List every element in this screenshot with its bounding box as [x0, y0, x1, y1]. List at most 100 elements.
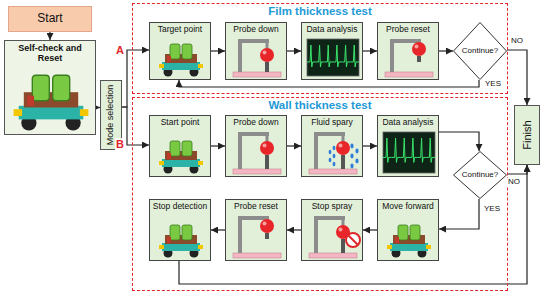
robot-illustration-part	[341, 239, 345, 253]
edge-label: YES	[484, 80, 502, 89]
robot-illustration-part	[167, 56, 171, 62]
robot-illustration-part	[314, 216, 345, 220]
self-check-box: Self-check and Reset	[4, 40, 96, 135]
robot-illustration-part	[426, 245, 431, 249]
robot-illustration-part	[398, 225, 408, 240]
robot-illustration-part	[233, 72, 281, 77]
edge-label: B	[115, 138, 125, 150]
robot-illustration-part	[336, 141, 350, 155]
node-label: Mode selection	[106, 85, 116, 146]
robot-illustration-part	[410, 225, 420, 240]
robot-illustration-part	[27, 96, 34, 106]
process-step-box: Probe reset	[225, 199, 287, 261]
flow-arrow	[363, 145, 377, 146]
robot-illustration-part	[385, 72, 433, 77]
node-label: Probe down	[233, 25, 278, 34]
robot-illustration-part	[309, 169, 357, 174]
robot-illustration-part	[14, 109, 23, 116]
robot-illustration-part	[170, 225, 180, 240]
flow-arrow	[211, 229, 225, 230]
process-step-box: Probe down	[225, 115, 287, 177]
flow-arrow	[439, 132, 479, 151]
test-region: Wall thickness testStart point Probe down…	[132, 97, 508, 291]
robot-illustration-part	[238, 39, 269, 43]
node-label: Self-check and Reset	[7, 44, 93, 64]
robot-illustration-part	[170, 141, 180, 156]
robot-illustration-part	[342, 134, 345, 142]
robot-illustration-part	[350, 144, 353, 149]
robot-illustration-part	[159, 44, 203, 77]
robot-illustration-part	[162, 159, 200, 167]
robot-illustration-part	[309, 253, 357, 258]
node-label: Start point	[161, 118, 200, 127]
node-label: Continue?	[462, 171, 498, 180]
node-label: Fluid spary	[311, 118, 353, 127]
robot-illustration-part	[159, 245, 164, 249]
robot-illustration-part	[265, 62, 269, 72]
process-step-box: Stop detection	[149, 199, 211, 261]
robot-illustration-part	[198, 245, 203, 249]
robot-illustration-part	[346, 233, 360, 247]
flow-arrow	[439, 199, 479, 229]
robot-illustration-part	[387, 245, 392, 249]
flow-arrow	[363, 229, 377, 230]
region-title: Film thickness test	[265, 5, 375, 18]
robot-illustration-part	[314, 132, 345, 136]
robot-illustration-part	[383, 138, 435, 162]
process-step-box: Stop spray	[301, 199, 363, 261]
flow-arrow	[179, 80, 479, 87]
flow-arrow	[211, 145, 225, 146]
flow-arrow	[122, 107, 149, 145]
robot-illustration-part	[32, 75, 49, 101]
robot-illustration-part	[387, 225, 431, 258]
node-label: Continue?	[462, 47, 498, 56]
robot-illustration-part	[53, 75, 70, 101]
node-label: Finish	[521, 120, 533, 149]
robot-illustration-part	[80, 109, 89, 116]
node-label: Probe down	[233, 118, 278, 127]
robot-illustration-part	[238, 132, 269, 136]
robot-illustration-part	[159, 64, 164, 68]
robot-illustration-part	[390, 39, 421, 43]
terminal-box: Finish	[514, 105, 540, 165]
robot-illustration-part	[238, 132, 242, 169]
robot-illustration-part	[159, 161, 164, 165]
robot-illustration-part	[417, 56, 421, 62]
robot-illustration-part	[333, 146, 336, 150]
flow-arrow	[287, 145, 301, 146]
node-label: Probe reset	[386, 25, 430, 34]
robot-illustration-part	[233, 253, 281, 258]
flow-arrow	[439, 50, 453, 51]
robot-illustration-part	[333, 162, 336, 166]
robot-illustration-part	[182, 141, 192, 156]
robot-illustration-part	[198, 64, 203, 68]
terminal-box: Start	[8, 6, 92, 32]
robot-illustration-part	[162, 62, 200, 70]
process-step-box: Target point	[149, 22, 211, 80]
robot-illustration-part	[170, 44, 180, 59]
robot-illustration-part	[329, 150, 332, 154]
process-step-box: Fluid spary	[301, 115, 363, 177]
robot-illustration-part	[263, 51, 267, 55]
process-step-box: Probe reset	[377, 22, 439, 80]
robot-illustration-part	[167, 237, 171, 243]
robot-illustration-part	[348, 235, 358, 245]
robot-illustration-part	[350, 154, 353, 159]
node-label: Data analysis	[306, 25, 357, 34]
robot-illustration-part	[182, 44, 192, 59]
node-label: Stop spray	[312, 202, 353, 211]
robot-illustration-part	[260, 219, 274, 233]
region-title: Wall thickness test	[265, 99, 374, 112]
robot-illustration-part	[260, 48, 274, 62]
robot-illustration-part	[395, 237, 399, 243]
robot-illustration-part	[238, 216, 242, 253]
robot-illustration-part	[162, 243, 200, 251]
robot-illustration-part	[383, 132, 435, 173]
robot-illustration-part	[307, 45, 359, 67]
diamond-outline-part	[454, 152, 507, 199]
node-label: Stop detection	[153, 202, 207, 211]
flow-arrow	[507, 50, 527, 105]
robot-illustration-part	[390, 243, 428, 251]
edge-label: NO	[507, 178, 521, 187]
robot-illustration-part	[341, 155, 345, 169]
